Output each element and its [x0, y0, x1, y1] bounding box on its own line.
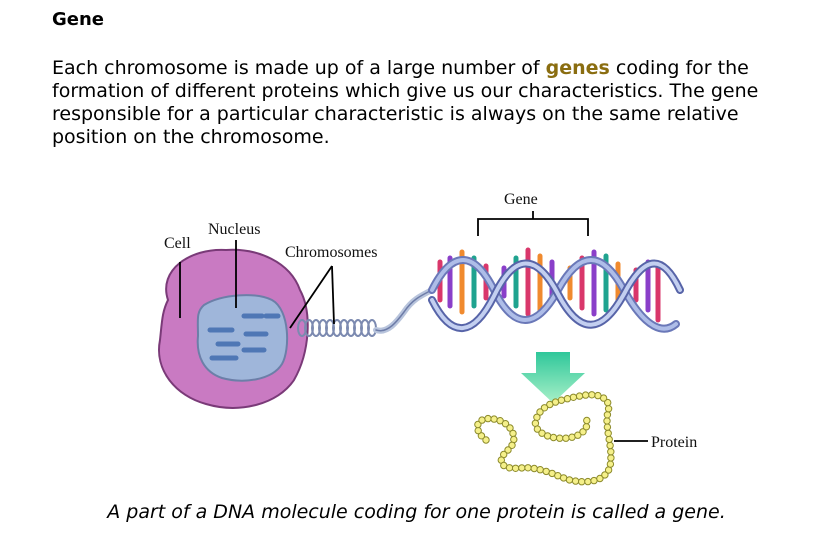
protein-bead [518, 464, 526, 472]
chromosome-coil [297, 319, 377, 337]
cell-label: Cell [164, 235, 191, 252]
protein-bead [594, 391, 602, 400]
nucleus-chromosomes [207, 313, 281, 361]
protein-bead [588, 391, 596, 399]
protein-bead [482, 436, 490, 444]
protein-bead [581, 391, 590, 399]
protein-bead [584, 477, 592, 486]
paragraph-text-before: Each chromosome is made up of a large nu… [52, 57, 546, 79]
page-title: Gene [52, 9, 105, 30]
protein-bead [540, 404, 549, 412]
coil-connector [373, 287, 435, 334]
highlighted-term-genes: genes [545, 57, 610, 79]
protein-bead [533, 425, 542, 433]
protein-bead [484, 414, 492, 423]
figure-caption: A part of a DNA molecule coding for one … [107, 501, 726, 523]
protein-bead [569, 393, 578, 401]
protein-bead [604, 405, 613, 413]
protein-bead [474, 426, 482, 435]
nucleus [196, 294, 289, 382]
nucleus-label: Nucleus [208, 221, 260, 238]
protein-bead [603, 411, 612, 419]
protein-bead [605, 435, 613, 444]
down-arrow-icon [521, 352, 585, 403]
protein-bead [556, 434, 564, 442]
protein-bead [546, 400, 554, 409]
protein-bead [578, 478, 586, 486]
protein-bead [603, 423, 612, 431]
protein-bead [524, 464, 532, 472]
protein-bead [607, 448, 615, 456]
protein-bead [536, 466, 544, 474]
protein-bead [601, 471, 609, 479]
protein-bead [505, 464, 514, 472]
protein-bead [603, 417, 611, 425]
protein-bead [530, 464, 538, 473]
protein-bead [509, 429, 517, 438]
dna-helix [428, 247, 684, 333]
protein-bead [549, 433, 558, 442]
protein-bead [563, 395, 572, 403]
protein-label: Protein [651, 434, 697, 451]
protein-bead [504, 446, 512, 454]
protein-bead [607, 454, 615, 462]
protein-bead [501, 420, 510, 428]
gene-label: Gene [504, 191, 538, 208]
protein-bead [579, 428, 587, 436]
protein-bead [604, 429, 612, 437]
label-pointers [179, 211, 648, 442]
protein-bead [506, 424, 514, 432]
protein-chain [474, 391, 615, 486]
protein-bead [496, 417, 504, 425]
protein-bead [606, 441, 614, 450]
protein-bead [511, 464, 520, 472]
protein-bead [562, 434, 570, 442]
protein-bead [575, 392, 584, 400]
protein-bead [604, 398, 612, 407]
protein-bead [596, 474, 604, 483]
protein-bead [606, 460, 615, 468]
protein-bead [583, 416, 591, 425]
protein-bead [478, 416, 486, 424]
protein-bead [490, 415, 498, 423]
intro-paragraph: Each chromosome is made up of a large nu… [52, 57, 802, 149]
protein-bead [571, 477, 580, 485]
protein-bead [477, 432, 486, 440]
chromosomes-label: Chromosomes [285, 244, 377, 261]
paragraph-text-after: coding for the formation of different pr… [52, 57, 759, 148]
protein-bead [474, 420, 482, 429]
protein-bead [543, 432, 552, 440]
protein-bead [565, 476, 574, 484]
protein-bead [533, 413, 541, 421]
protein-bead [536, 408, 544, 416]
protein-bead [582, 423, 591, 431]
protein-bead [574, 431, 582, 439]
protein-bead [508, 441, 516, 449]
